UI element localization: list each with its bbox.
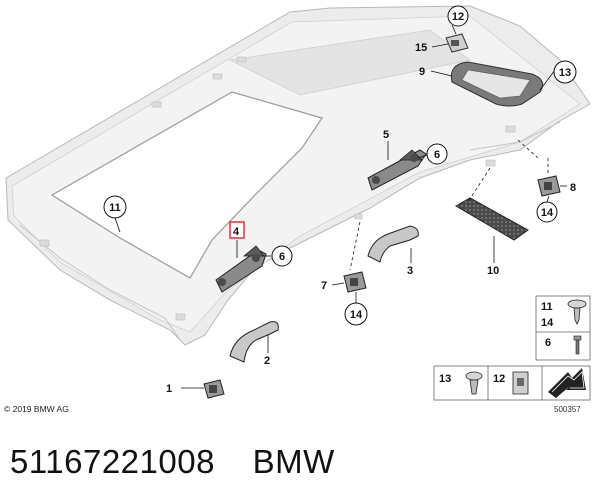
callout-3: 3 — [407, 265, 413, 277]
part-4-handle-bracket — [215, 245, 267, 293]
callout-15: 15 — [415, 42, 427, 54]
part-7-clip — [343, 271, 367, 293]
svg-text:10: 10 — [487, 265, 499, 277]
part-2-grab-handle — [229, 321, 279, 363]
callout-5: 5 — [383, 129, 389, 141]
svg-text:6: 6 — [545, 337, 551, 349]
callout-4-highlighted: 4 — [229, 221, 245, 239]
arrow-icon — [548, 368, 586, 398]
svg-text:11: 11 — [109, 202, 121, 214]
callout-6-upper: 6 — [426, 143, 448, 165]
svg-text:6: 6 — [279, 251, 285, 263]
screw-icon — [573, 335, 582, 355]
callout-14-right: 14 — [536, 201, 558, 223]
expansion-rivet-icon — [465, 371, 483, 395]
svg-text:15: 15 — [415, 42, 427, 54]
brand-name: BMW — [252, 443, 335, 480]
svg-text:13: 13 — [559, 67, 571, 79]
part-8-clip — [537, 175, 561, 197]
callout-10: 10 — [487, 265, 499, 277]
callout-2: 2 — [264, 355, 270, 367]
part-1-clip — [203, 379, 225, 399]
svg-text:8: 8 — [570, 182, 576, 194]
callout-12: 12 — [447, 5, 469, 27]
catalog-number: 500357 — [554, 405, 581, 414]
svg-text:14: 14 — [541, 207, 554, 219]
svg-text:14: 14 — [541, 317, 554, 329]
push-rivet-icon — [567, 299, 587, 325]
callout-14-center: 14 — [344, 302, 368, 326]
svg-text:3: 3 — [407, 265, 413, 277]
leader-lines — [114, 24, 567, 389]
part-number: 51167221008 — [10, 443, 215, 480]
svg-text:11: 11 — [541, 301, 553, 313]
headliner-panel — [5, 5, 591, 346]
callout-6-lower: 6 — [271, 245, 293, 267]
svg-text:7: 7 — [321, 280, 327, 292]
svg-text:4: 4 — [233, 226, 240, 238]
clip-nut-icon — [512, 371, 529, 395]
part-10-speaker-cover — [455, 197, 529, 241]
footer-caption: 51167221008 BMW — [10, 443, 335, 481]
callout-9: 9 — [419, 66, 425, 78]
parts-diagram: 1 2 3 5 7 8 9 10 15 4 6 6 11 12 13 14 14 — [5, 5, 591, 401]
svg-text:5: 5 — [383, 129, 389, 141]
callout-11: 11 — [103, 195, 127, 219]
svg-text:1: 1 — [166, 383, 172, 395]
svg-text:14: 14 — [350, 309, 363, 321]
fastener-legend: 11 14 6 13 12 — [433, 295, 591, 401]
svg-text:6: 6 — [434, 149, 440, 161]
svg-text:9: 9 — [419, 66, 425, 78]
callout-1: 1 — [166, 383, 172, 395]
svg-text:12: 12 — [452, 11, 464, 23]
part-3-grab-handle — [367, 225, 419, 263]
part-15-bracket — [445, 33, 469, 53]
svg-text:12: 12 — [493, 373, 505, 385]
callout-7: 7 — [321, 280, 327, 292]
svg-text:2: 2 — [264, 355, 270, 367]
callout-13: 13 — [553, 60, 577, 84]
svg-text:13: 13 — [439, 373, 451, 385]
copyright-notice: © 2019 BMW AG — [4, 404, 69, 414]
part-5-handle-bracket — [367, 149, 427, 191]
callout-8: 8 — [570, 182, 576, 194]
